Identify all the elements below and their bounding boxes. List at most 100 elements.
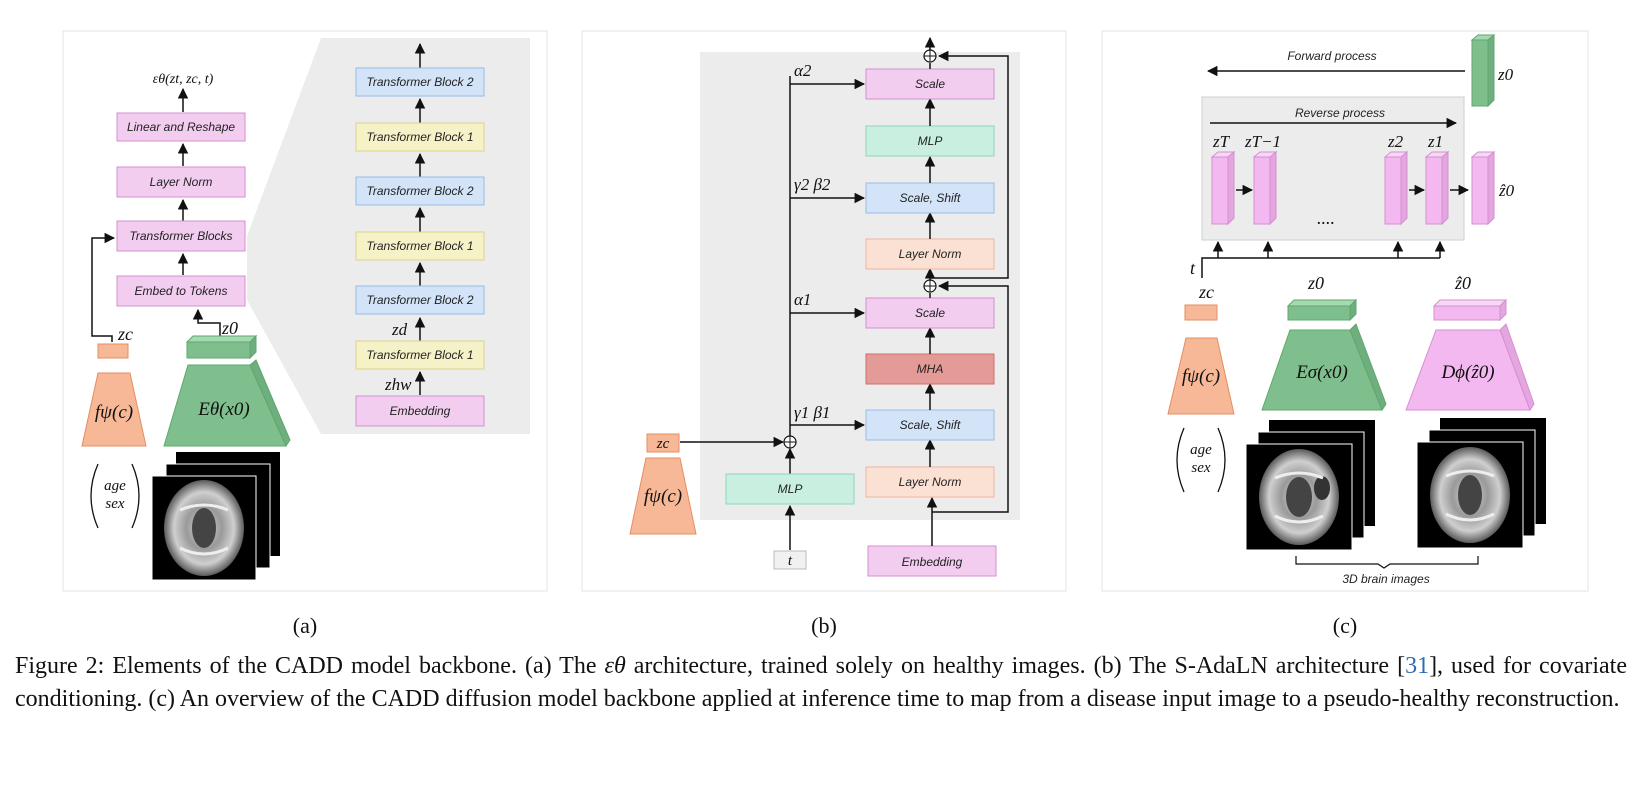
zhw-label: zhw bbox=[384, 375, 412, 394]
c-z0-top-label: z0 bbox=[1497, 65, 1514, 84]
b-mha bbox=[865, 353, 995, 385]
zT-label: zT bbox=[1212, 132, 1231, 151]
stack-label-5: Transformer Block 2 bbox=[366, 293, 473, 307]
panel-c-label: (c) bbox=[1333, 613, 1357, 638]
brace-label: 3D brain images bbox=[1342, 572, 1429, 586]
c-zc-label: zc bbox=[1198, 282, 1214, 302]
zc-label: zc bbox=[117, 324, 133, 344]
stack-label-7: Embedding bbox=[390, 404, 451, 418]
z0-label: z0 bbox=[221, 318, 238, 338]
zT1-label: zT−1 bbox=[1244, 132, 1281, 151]
transformer-blocks-block bbox=[116, 220, 246, 252]
age-label-a: age bbox=[104, 478, 126, 494]
b-zc-token bbox=[646, 433, 680, 453]
c-t-label: t bbox=[1190, 258, 1196, 278]
b-mlp-top bbox=[865, 125, 995, 157]
panel-c: Forward process z0 Reverse process zT zT… bbox=[1101, 30, 1589, 638]
panel-b: Embedding Layer Norm Scale, Shift MHA Sc… bbox=[581, 30, 1067, 638]
stack-block-6 bbox=[355, 340, 485, 370]
b-t-label: t bbox=[788, 553, 793, 569]
f-encoder-a-label: fψ(c) bbox=[95, 402, 133, 423]
c-latents: zT zT−1 .... z2 z1 ẑ0 bbox=[1210, 132, 1515, 228]
linear-reshape-block bbox=[116, 112, 246, 142]
b-mlp-top-label: MLP bbox=[918, 134, 943, 148]
brain-images-c-output bbox=[1416, 418, 1546, 549]
c-z0hat-dec-label: ẑ0 bbox=[1454, 273, 1471, 293]
layer-norm-block bbox=[116, 166, 246, 198]
z0hat-latent bbox=[1471, 156, 1489, 225]
layer-norm-label: Layer Norm bbox=[150, 175, 213, 189]
c-z0-enc-latent bbox=[1287, 305, 1351, 321]
stack-block-7 bbox=[355, 395, 485, 427]
transformer-stack: Transformer Block 2 Transformer Block 1 … bbox=[355, 42, 485, 427]
c-z0hat-dec-latent bbox=[1433, 305, 1501, 321]
b-scale-shift-top-label: Scale, Shift bbox=[900, 191, 961, 205]
c-z0-enc-label: z0 bbox=[1307, 273, 1324, 293]
b-t-token bbox=[773, 550, 807, 570]
linear-reshape-label: Linear and Reshape bbox=[127, 120, 235, 134]
brace bbox=[1295, 556, 1479, 569]
figure-caption: Figure 2: Elements of the CADD model bac… bbox=[15, 650, 1627, 716]
b-f-encoder bbox=[629, 457, 697, 535]
caption-part1: architecture, trained solely on healthy … bbox=[625, 653, 1406, 679]
transformer-blocks-label: Transformer Blocks bbox=[129, 229, 232, 243]
reverse-box bbox=[1201, 96, 1465, 241]
covariates-c: age sex bbox=[1176, 427, 1226, 493]
stack-label-4: Transformer Block 1 bbox=[366, 239, 473, 253]
b-scale-shift-bot bbox=[865, 409, 995, 441]
b-f-encoder-label: fψ(c) bbox=[644, 486, 682, 507]
stack-block-1 bbox=[355, 67, 485, 97]
output-label: εθ(zt, zc, t) bbox=[153, 72, 214, 87]
stack-block-3 bbox=[355, 176, 485, 206]
b-zc-label: zc bbox=[656, 436, 670, 452]
stack-label-2: Transformer Block 1 bbox=[366, 130, 473, 144]
c-e-encoder-label: Eσ(x0) bbox=[1295, 362, 1348, 383]
z1-latent bbox=[1425, 156, 1443, 225]
z2-latent bbox=[1384, 156, 1402, 225]
embed-tokens-block bbox=[116, 275, 246, 307]
stack-label-3: Transformer Block 2 bbox=[366, 184, 473, 198]
brain-images-a bbox=[151, 452, 280, 581]
caption-ref-link[interactable]: 31 bbox=[1405, 653, 1430, 679]
z0-latent bbox=[186, 341, 251, 359]
f-encoder-a bbox=[81, 372, 147, 447]
stack-label-6: Transformer Block 1 bbox=[366, 348, 473, 362]
alpha2-label: α2 bbox=[794, 61, 812, 80]
b-layer-norm-top-label: Layer Norm bbox=[899, 247, 962, 261]
gb1-label: γ1 β1 bbox=[794, 403, 830, 422]
caption-part2: ], used for covariate conditioning. (c) … bbox=[15, 653, 1627, 712]
c-zc-token bbox=[1184, 304, 1218, 321]
b-layer-norm-bot-label: Layer Norm bbox=[899, 475, 962, 489]
c-age-label: age bbox=[1190, 442, 1212, 458]
c-f-encoder bbox=[1167, 337, 1235, 415]
c-d-decoder-label: Dϕ(ẑ0) bbox=[1440, 362, 1494, 383]
b-scale-shift-bot-label: Scale, Shift bbox=[900, 418, 961, 432]
stack-block-4 bbox=[355, 231, 485, 261]
z1-label: z1 bbox=[1427, 132, 1443, 151]
b-mha-label: MHA bbox=[917, 362, 944, 376]
b-scale-mid-label: Scale bbox=[915, 306, 945, 320]
stack-label-1: Transformer Block 2 bbox=[366, 75, 473, 89]
c-f-encoder-label: fψ(c) bbox=[1182, 366, 1220, 387]
dots-label: .... bbox=[1317, 208, 1335, 228]
gb2-label: γ2 β2 bbox=[794, 175, 831, 194]
b-mlp-left-label: MLP bbox=[778, 482, 803, 496]
embed-tokens-label: Embed to Tokens bbox=[135, 284, 228, 298]
c-sex-label: sex bbox=[1191, 460, 1210, 476]
panel-b-label: (b) bbox=[811, 613, 837, 638]
forward-label: Forward process bbox=[1287, 49, 1376, 63]
caption-eps: εθ bbox=[604, 653, 626, 679]
alpha1-label: α1 bbox=[794, 290, 811, 309]
panel-a-label: (a) bbox=[293, 613, 317, 638]
b-scale-top-label: Scale bbox=[915, 77, 945, 91]
brain-images-c-input bbox=[1245, 420, 1375, 551]
stack-block-2 bbox=[355, 122, 485, 152]
z2-label: z2 bbox=[1387, 132, 1404, 151]
zd-label: zd bbox=[391, 320, 408, 339]
z0hat-label: ẑ0 bbox=[1498, 181, 1515, 200]
b-scale-mid bbox=[865, 297, 995, 329]
panel-a: Transformer Block 2 Transformer Block 1 … bbox=[62, 30, 548, 638]
b-embedding bbox=[867, 545, 997, 577]
e-encoder-a-label: Eθ(x0) bbox=[197, 399, 250, 420]
